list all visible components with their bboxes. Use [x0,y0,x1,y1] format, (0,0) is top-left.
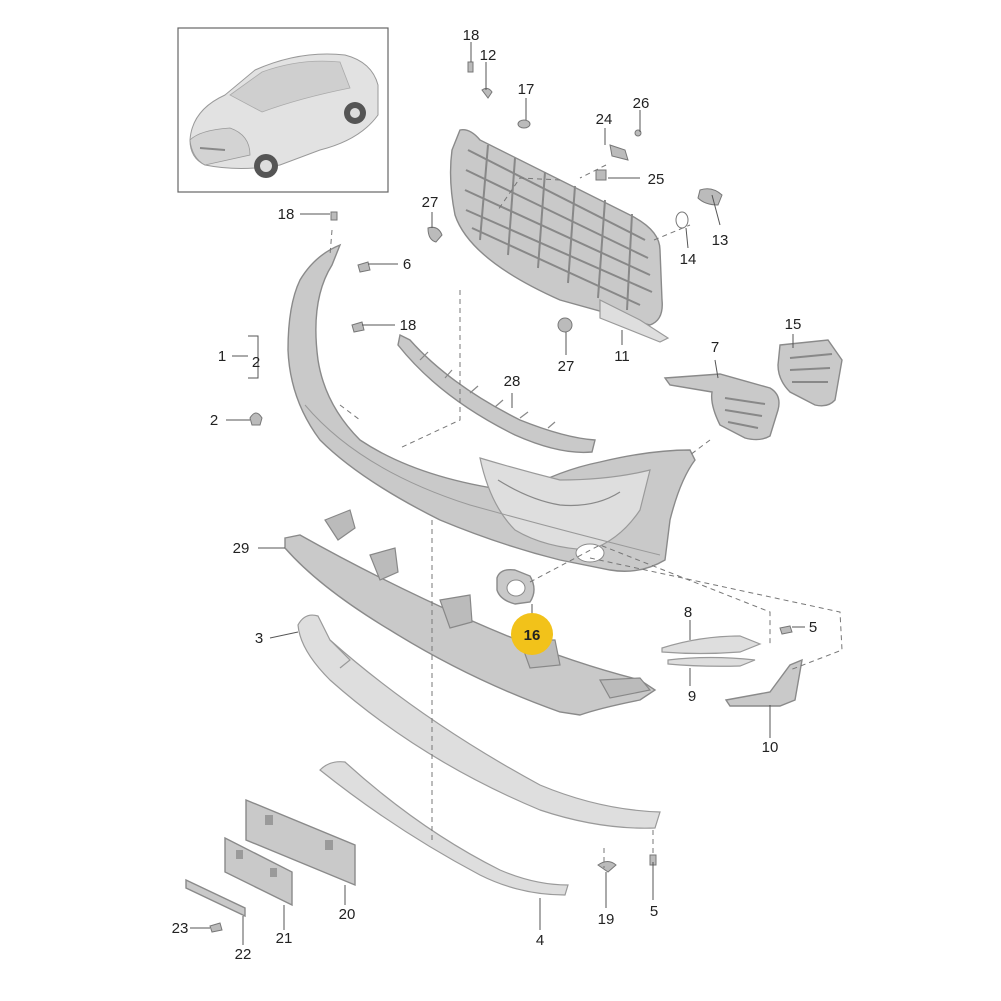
label-part-6: 6 [403,256,411,273]
assembly-lines [329,164,843,868]
label-part-12: 12 [480,47,497,64]
label-part-5b: 5 [650,903,658,920]
label-part-2b: 2 [210,412,218,429]
label-part-8: 8 [684,604,692,621]
leader-lines [190,42,805,945]
label-part-18c: 18 [400,317,417,334]
label-part-28: 28 [504,373,521,390]
front-grille-part-11 [449,129,670,343]
label-part-1: 1 [218,348,226,365]
label-part-13: 13 [712,232,729,249]
label-part-18b: 18 [278,206,295,223]
label-part-23: 23 [172,920,189,937]
spoiler-part-3 [297,614,661,829]
trim-part-9 [667,656,756,667]
label-part-15: 15 [785,316,802,333]
plate-holder-part-20 [245,798,356,887]
trim-strip-part-4 [319,761,569,896]
label-part-24: 24 [596,111,613,128]
label-part-4: 4 [536,932,544,949]
bracket-part-7 [663,373,780,441]
label-part-27b: 27 [558,358,575,375]
label-part-7: 7 [711,339,719,356]
label-part-17: 17 [518,81,535,98]
label-part-10: 10 [762,739,779,756]
hardware-fasteners [209,61,793,933]
label-part-29: 29 [233,540,250,557]
label-part-2a: 2 [252,354,260,371]
label-part-3: 3 [255,630,263,647]
label-part-20: 20 [339,906,356,923]
part-labels: 18 12 17 26 24 25 13 14 27 18 6 18 1 2 2… [172,27,818,963]
label-part-21: 21 [276,930,293,947]
side-grille-part-15 [777,339,843,407]
label-part-25: 25 [648,171,665,188]
label-part-18: 18 [463,27,480,44]
label-part-22: 22 [235,946,252,963]
strip-part-22 [185,878,246,918]
label-part-5a: 5 [809,619,817,636]
trim-part-8 [661,635,762,655]
label-part-14: 14 [680,251,697,268]
label-part-11: 11 [614,348,630,365]
label-part-26: 26 [633,95,650,112]
carrier-part-29 [284,509,657,716]
label-part-9: 9 [688,688,696,705]
vehicle-inset [177,27,389,193]
bumper-cover-part-1 [287,243,696,572]
plate-bracket-part-21 [224,836,293,907]
label-part-19: 19 [598,911,615,928]
absorber-part-28 [397,333,596,454]
label-part-27a: 27 [422,194,439,211]
trim-part-10 [724,658,803,707]
highlight-badge [511,613,553,655]
label-part-16: 16 [524,627,541,644]
trim-part-16 [496,568,535,605]
